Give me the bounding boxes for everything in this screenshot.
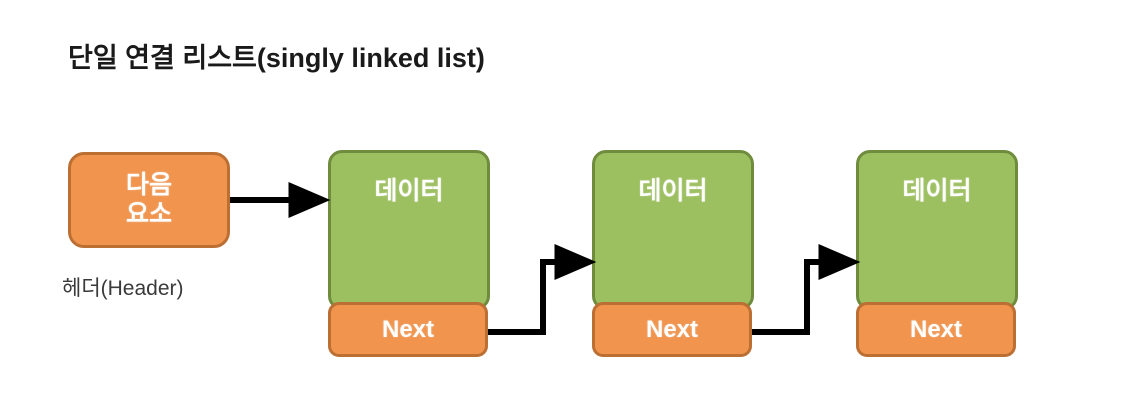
node-data-section: 데이터 bbox=[856, 150, 1018, 310]
node-data-section: 데이터 bbox=[592, 150, 754, 310]
node-data-section: 데이터 bbox=[328, 150, 490, 310]
header-node: 다음 요소 bbox=[68, 152, 230, 248]
connector-node2-to-node3 bbox=[752, 244, 861, 335]
connector-node1-to-node2 bbox=[488, 244, 597, 335]
header-node-label-line1: 다음 bbox=[125, 171, 172, 200]
diagram-title: 단일 연결 리스트(singly linked list) bbox=[68, 43, 485, 73]
header-node-label-line2: 요소 bbox=[125, 200, 172, 228]
header-caption: 헤더(Header) bbox=[62, 277, 184, 300]
header-node-label: 다음 요소 bbox=[126, 171, 172, 229]
list-node: 데이터 Next bbox=[592, 150, 754, 362]
node-next-section: Next bbox=[592, 302, 752, 357]
node-next-section: Next bbox=[328, 302, 488, 357]
list-node: 데이터 Next bbox=[328, 150, 490, 362]
list-node: 데이터 Next bbox=[856, 150, 1018, 362]
node-next-section: Next bbox=[856, 302, 1016, 357]
